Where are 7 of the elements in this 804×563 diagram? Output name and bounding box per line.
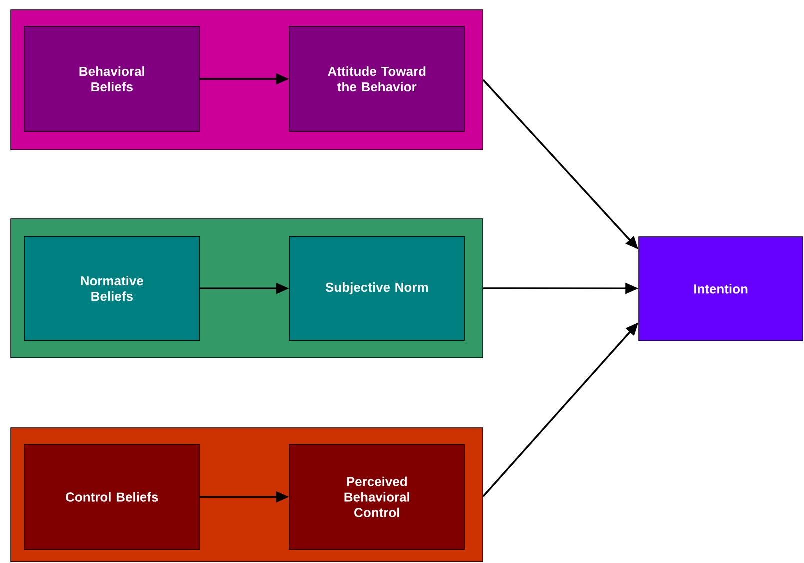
process-box: Behavioral Beliefs	[24, 26, 200, 132]
process-box: Perceived Behavioral Control	[289, 444, 465, 550]
process-box: Normative Beliefs	[24, 236, 200, 341]
process-box: Control Beliefs	[24, 444, 200, 550]
process-box: Subjective Norm	[289, 236, 465, 341]
process-box: Attitude Toward the Behavior	[289, 26, 465, 132]
intention-box: Intention	[638, 236, 804, 342]
